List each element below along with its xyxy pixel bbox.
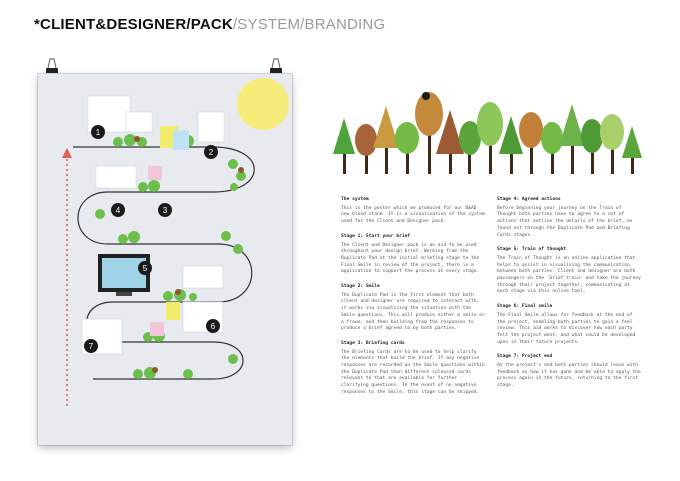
- forest-illustration: [333, 92, 642, 174]
- svg-text:3: 3: [163, 206, 168, 215]
- section-title: The system: [341, 197, 369, 202]
- header-subtitle: /SYSTEM/BRANDING: [232, 16, 386, 33]
- poster-illustration: 1 2 3 4 5 6 7: [62, 78, 289, 406]
- svg-text:1: 1: [96, 128, 101, 137]
- section-title: Stage 4: Agreed actions: [497, 197, 561, 202]
- section-stage-4: Stage 4: Agreed actions Before beginning…: [497, 197, 642, 239]
- section-title: Stage 5: Train of thought: [497, 247, 567, 253]
- section-system: The system This is the poster which we p…: [341, 197, 486, 226]
- text-column-right: Stage 4: Agreed actions Before beginning…: [497, 197, 642, 398]
- section-body: This is the poster which we produced for…: [341, 205, 485, 225]
- poster-image: 1 2 3 4 5 6 7: [38, 74, 292, 445]
- page-header: *CLIENT&DESIGNER/PACK/SYSTEM/BRANDING: [34, 16, 385, 34]
- svg-text:5: 5: [143, 264, 148, 273]
- section-body: The Duplicate Pad is the first element t…: [341, 292, 485, 332]
- section-body: Before beginning your journey on the Tra…: [497, 205, 633, 238]
- svg-text:7: 7: [89, 342, 94, 351]
- section-title: Stage 6: Final smile: [497, 304, 553, 310]
- section-title: Stage 2: Smile: [341, 284, 380, 290]
- section-body: The Train of Thought is an online applic…: [497, 255, 641, 295]
- section-body: The Final Smile allows for feedback at t…: [497, 312, 636, 345]
- section-body: The Client and Designer pack is an aid t…: [341, 242, 480, 275]
- section-stage-3: Stage 3: Briefing cards The Briefing Car…: [341, 341, 486, 397]
- section-stage-1: Stage 1: Start your brief The Client and…: [341, 234, 486, 276]
- section-stage-7: Stage 7: Project end At the project's en…: [497, 354, 642, 390]
- section-stage-5: Stage 5: Train of thought The Train of T…: [497, 247, 642, 296]
- svg-text:6: 6: [211, 322, 216, 331]
- section-title: Stage 3: Briefing cards: [341, 340, 405, 346]
- section-stage-2: Stage 2: Smile The Duplicate Pad is the …: [341, 284, 486, 333]
- section-title: Stage 7: Project end: [497, 354, 553, 360]
- svg-text:4: 4: [116, 206, 121, 215]
- text-column-left: The system This is the poster which we p…: [341, 197, 486, 405]
- section-title: Stage 1: Start your brief: [341, 233, 411, 239]
- svg-text:2: 2: [209, 148, 214, 157]
- section-stage-6: Stage 6: Final smile The Final Smile all…: [497, 304, 642, 346]
- section-body: At the project's end both parties should…: [497, 363, 641, 389]
- section-body: The Briefing Cards are to be used to hel…: [341, 349, 485, 395]
- header-title: *CLIENT&DESIGNER/PACK: [34, 16, 233, 33]
